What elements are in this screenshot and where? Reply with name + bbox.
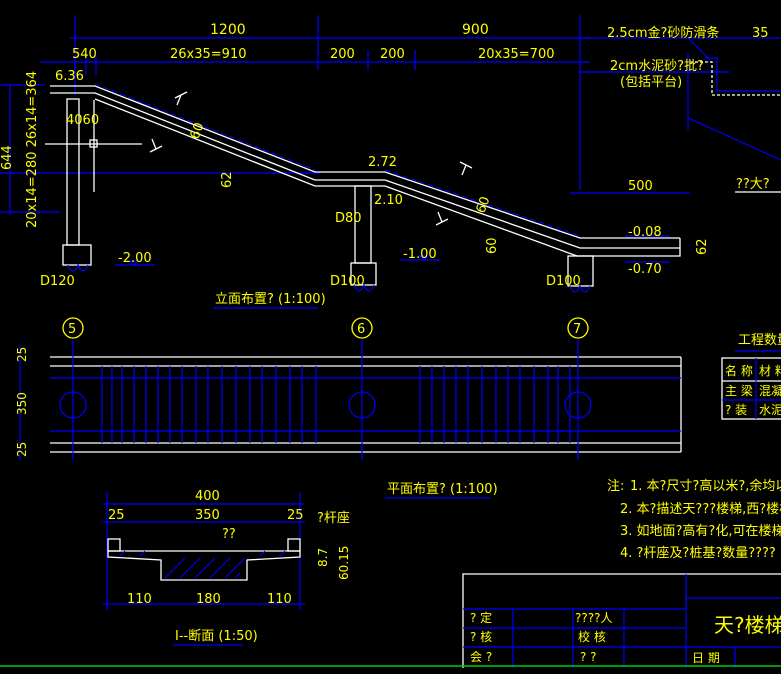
detail-dim-35: 35: [752, 26, 769, 41]
dim-landing-a: 200: [330, 47, 355, 62]
dim-4060: 4060: [66, 113, 99, 128]
dim-end-62: 62: [695, 238, 710, 255]
notes: 注: 1. 本?尺寸?高以米?,余均以厘米 2. 本?描述天???楼梯,西?楼梯…: [607, 478, 781, 561]
note-item: 2. 本?描述天???楼梯,西?楼梯?: [620, 502, 781, 517]
dim-slab-62: 62: [220, 171, 235, 188]
tb-responsible: ????人: [575, 611, 612, 625]
section-title: I--断面 (1:50): [175, 629, 258, 644]
title-block: ? 定 ????人 ? 核 校 核 会 ? ? ? 日 期 天?楼梯: [462, 573, 781, 668]
dim-1200: 1200: [210, 22, 246, 38]
section-detail: 400 25 350 25 ?杆座 ?? 110 180 110 8.7 60.…: [103, 489, 351, 646]
section-center-label: ??: [222, 527, 236, 542]
section-dim-180: 180: [196, 592, 221, 607]
column-d80: D80: [335, 211, 362, 226]
pile-d100-right: D100: [546, 274, 581, 289]
pile-d120: D120: [40, 274, 75, 289]
stair-elevation: 6.36 4060 62 60 2.72 2.10 D80 -2.00 -1.0…: [40, 69, 710, 309]
section-dim-8.7: 8.7: [316, 548, 330, 567]
note-item: 1. 本?尺寸?高以米?,余均以厘米: [630, 478, 781, 494]
section-dim-110-left: 110: [127, 592, 152, 607]
dim-slab2-60: 60: [485, 237, 500, 254]
dim-run2: 20x35=700: [478, 47, 554, 62]
tb-check: 校 核: [578, 629, 606, 644]
tb-countersign: 会 ?: [470, 650, 492, 664]
dim-500: 500: [628, 179, 653, 194]
stair-plan: 25 350 25 平面布置? (1:100): [15, 340, 682, 499]
plan-title: 平面布置? (1:100): [387, 482, 498, 497]
quantities-table: 工程数量 名 称 材 料 主 梁 混凝土 ? 装 水泥砂: [721, 333, 781, 420]
level-2.72: 2.72: [368, 155, 397, 170]
table-header-material: 材 料: [759, 364, 781, 378]
tb-approve: ? 定: [470, 610, 492, 625]
note-item: 3. 如地面?高有?化,可在楼梯下段: [620, 523, 781, 539]
table-cell: 主 梁: [725, 383, 753, 398]
axis-markers: 5 6 7: [62, 317, 589, 339]
rail-seat-label: ?杆座: [317, 511, 350, 526]
table-cell: ? 装: [725, 403, 747, 417]
section-dim-110-right: 110: [267, 592, 292, 607]
plan-dim-25-top: 25: [15, 347, 29, 362]
tb-review: ? 核: [470, 630, 492, 644]
section-dim-400: 400: [195, 489, 220, 504]
section-dim-60.15: 60.15: [337, 546, 351, 580]
dim-540: 540: [72, 47, 97, 62]
plan-dim-25-bottom: 25: [15, 442, 29, 457]
dim-landing-b: 200: [380, 47, 405, 62]
axis-6: 6: [357, 322, 365, 337]
crosshair-cursor: [45, 100, 142, 192]
level-minus-0.08: -0.08: [628, 225, 662, 240]
dim-slope-60: 60: [188, 121, 208, 142]
section-dim-350: 350: [195, 508, 220, 523]
level-2.10: 2.10: [374, 193, 403, 208]
tb-date: 日 期: [692, 651, 720, 665]
dim-slope2-60: 60: [474, 195, 494, 216]
top-dimensions: 1200 900 540 26x35=910 200 200 20x35=700: [40, 15, 590, 190]
level-minus-2.00: -2.00: [118, 251, 152, 266]
plaster-note: (包括平台): [620, 75, 682, 90]
elevation-title: 立面布置? (1:100): [215, 292, 326, 307]
plaster-label: 2cm水泥砂?批?: [610, 59, 704, 74]
axis-5: 5: [68, 322, 76, 337]
notes-prefix: 注:: [607, 479, 624, 494]
table-cell: 混凝土: [759, 383, 781, 398]
section-dim-25-left: 25: [108, 508, 125, 523]
dim-run1: 26x35=910: [170, 47, 246, 62]
enlarged-label: ??大?: [736, 177, 770, 192]
quantities-title: 工程数量: [738, 333, 781, 348]
tb-design: ? ?: [580, 650, 597, 664]
table-cell: 水泥砂: [759, 403, 781, 417]
tread-detail: 2.5cm金?砂防滑条 35 2cm水泥砂?批? (包括平台) ??大?: [580, 25, 781, 193]
level-minus-1.00: -1.00: [403, 247, 437, 262]
level-6.36: 6.36: [55, 69, 84, 84]
dim-900: 900: [462, 22, 489, 38]
drawing-title: 天?楼梯: [714, 613, 781, 637]
dim-risers: 20x14=280 26x14=364: [25, 71, 40, 228]
axis-7: 7: [573, 322, 581, 337]
pile-d100-mid: D100: [330, 274, 365, 289]
left-dimensions: 644 20x14=280 26x14=364: [0, 71, 320, 228]
level-minus-0.70: -0.70: [628, 262, 662, 277]
dim-644: 644: [0, 145, 15, 170]
anti-slip-strip-label: 2.5cm金?砂防滑条: [607, 25, 719, 41]
section-dim-25-right: 25: [287, 508, 304, 523]
plan-dim-350: 350: [15, 392, 29, 415]
table-header-name: 名 称: [725, 363, 753, 378]
note-item: 4. ?杆座及?桩基?数量????: [620, 546, 776, 561]
